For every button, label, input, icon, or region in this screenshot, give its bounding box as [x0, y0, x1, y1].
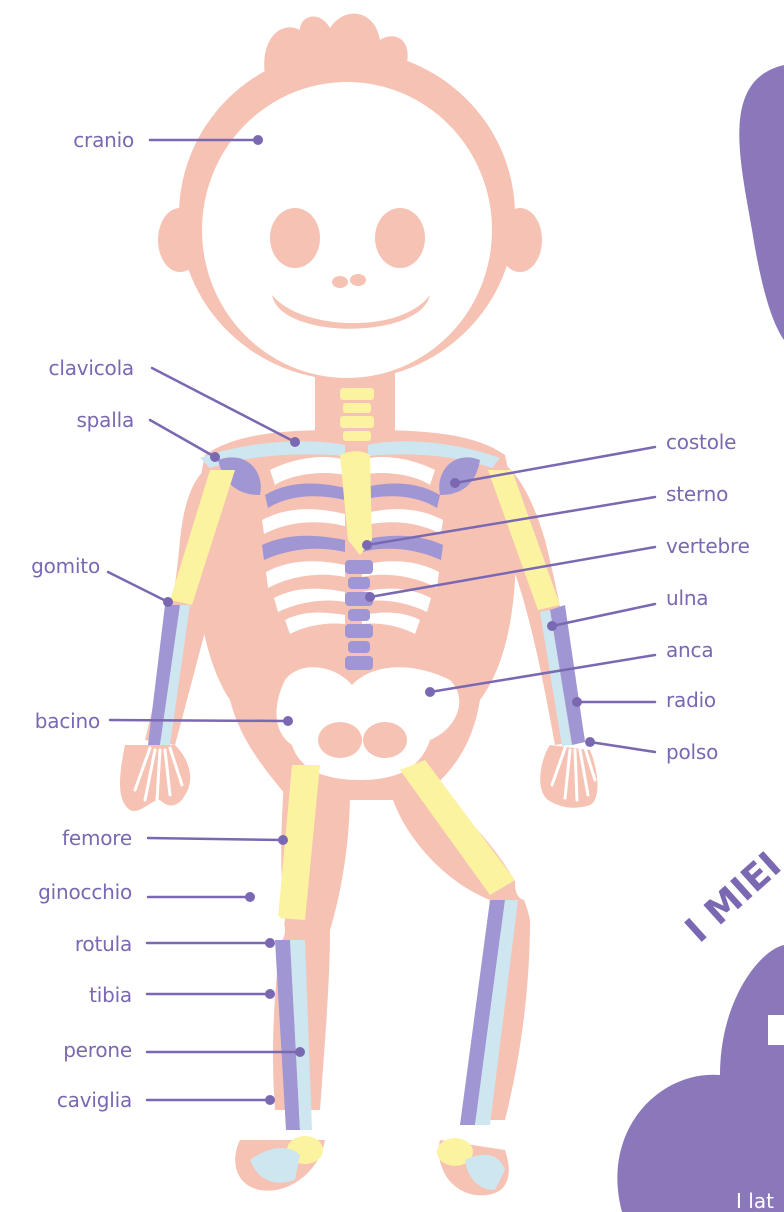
label-costole: costole — [666, 432, 736, 452]
label-rotula: rotula — [75, 934, 132, 954]
label-ginocchio: ginocchio — [38, 882, 132, 902]
label-perone: perone — [63, 1040, 132, 1060]
label-sterno: sterno — [666, 484, 728, 504]
label-caviglia: caviglia — [57, 1090, 132, 1110]
label-clavicola: clavicola — [49, 358, 134, 378]
label-radio: radio — [666, 690, 716, 710]
badge-arc-text: I MIEI — [678, 845, 784, 951]
label-ulna: ulna — [666, 588, 708, 608]
label-anca: anca — [666, 640, 713, 660]
label-spalla: spalla — [76, 410, 134, 430]
label-gomito: gomito — [31, 556, 100, 576]
skull — [202, 82, 492, 378]
label-vertebre: vertebre — [666, 536, 750, 556]
label-polso: polso — [666, 742, 718, 762]
purple-blob-top — [739, 65, 784, 340]
label-tibia: tibia — [89, 985, 132, 1005]
label-cranio: cranio — [73, 130, 134, 150]
badge-bottom-text: I lat — [736, 1189, 774, 1212]
purple-blob-bottom — [617, 945, 784, 1212]
label-femore: femore — [62, 828, 132, 848]
badge-mark — [768, 1015, 784, 1045]
label-bacino: bacino — [35, 711, 100, 731]
kneecap-right — [515, 870, 535, 900]
